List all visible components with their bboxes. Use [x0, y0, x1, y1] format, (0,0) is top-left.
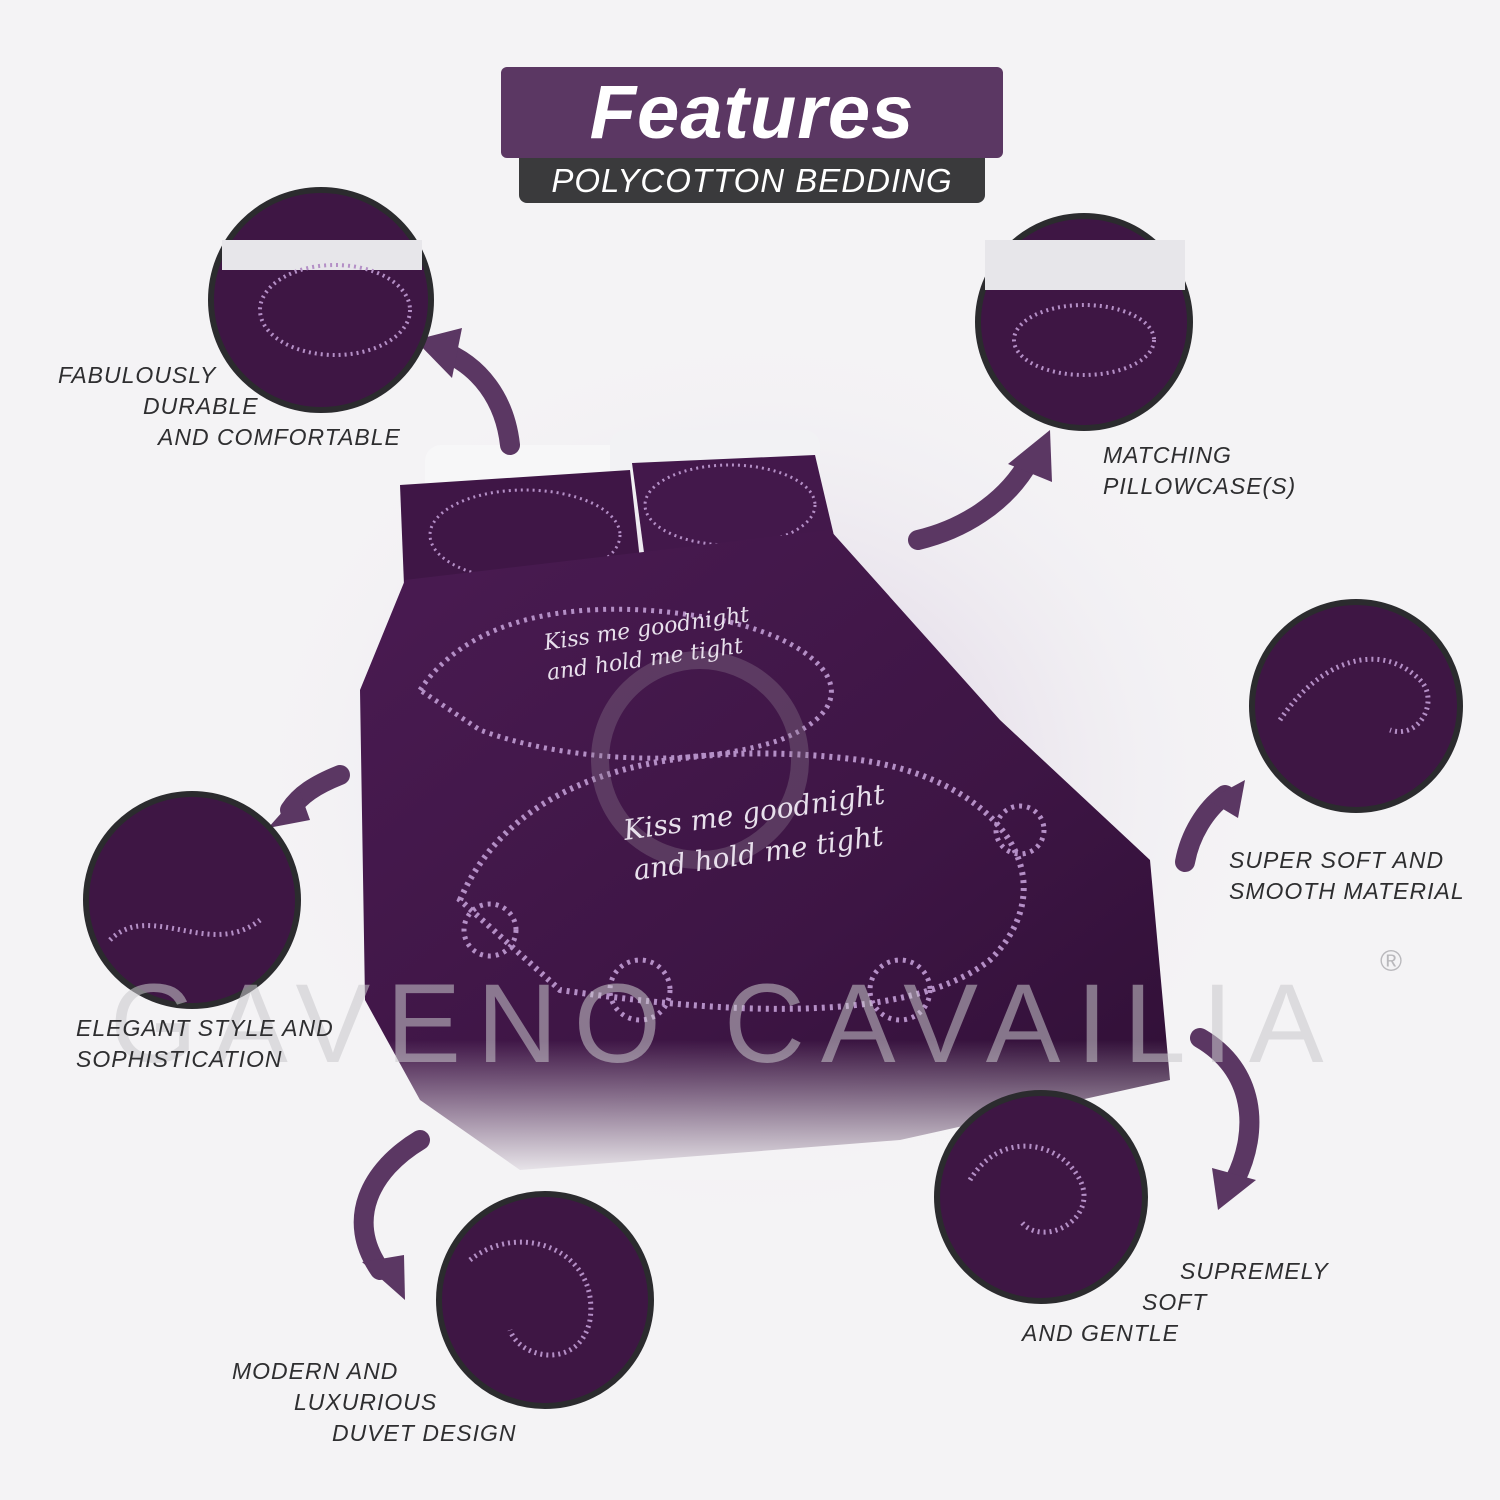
brand-monogram: [591, 651, 809, 869]
feature-label-elegant: ELEGANT STYLE AND SOPHISTICATION: [76, 1015, 334, 1072]
duvet-swirl: [461, 901, 519, 959]
duvet-swirl: [867, 957, 933, 1023]
brand-watermark: GAVENO CAVAILIA: [110, 961, 1340, 1086]
duvet-swirl: [607, 957, 673, 1023]
arrow-head-icon: [1008, 430, 1052, 482]
duvet-swirl: [993, 803, 1047, 857]
detail-circle-modern: [436, 1191, 654, 1409]
arrow-heads: [268, 328, 1256, 1300]
pillow-pattern: [643, 463, 817, 547]
duvet: [360, 530, 1170, 1170]
arrow-head-icon: [362, 1255, 405, 1300]
page-title: Features: [589, 69, 915, 155]
feature-label-gentle: SUPREMELY SOFT AND GENTLE: [1022, 1258, 1329, 1346]
arrow-curve-icon: [908, 450, 1040, 550]
purple-pillowcase: [632, 455, 835, 560]
feature-label-pillowcase: MATCHING PILLOWCASE(S): [1103, 442, 1297, 499]
detail-circles: [83, 187, 1463, 1409]
detail-circle-pillowcase: [975, 213, 1193, 431]
pillow-pattern: [428, 488, 622, 582]
detail-circle-gentle: [934, 1090, 1148, 1304]
duvet-pattern: [456, 750, 1027, 1012]
detail-circle-elegant: [83, 791, 301, 1009]
arrow-curve-icon: [1190, 1028, 1260, 1190]
feature-label-modern: MODERN AND LUXURIOUS DUVET DESIGN: [232, 1358, 517, 1446]
feature-label-durable: FABULOUSLY DURABLE AND COMFORTABLE: [58, 362, 401, 450]
title-badge: Features: [501, 67, 1003, 158]
arrow-head-icon: [415, 328, 462, 378]
arrow-head-icon: [1208, 780, 1245, 818]
feature-label-soft-smooth: SUPER SOFT AND SMOOTH MATERIAL: [1229, 847, 1465, 904]
detail-circle-durable: [208, 187, 434, 413]
detail-circle-soft-smooth: [1249, 599, 1463, 813]
arrow-head-icon: [268, 792, 310, 828]
arrow-curve-icon: [353, 1130, 430, 1280]
arrow-head-icon: [1212, 1168, 1256, 1210]
registered-mark: ®: [1380, 945, 1403, 978]
subtitle-badge: POLYCOTTON BEDDING: [519, 158, 985, 203]
page-subtitle: POLYCOTTON BEDDING: [551, 162, 953, 199]
